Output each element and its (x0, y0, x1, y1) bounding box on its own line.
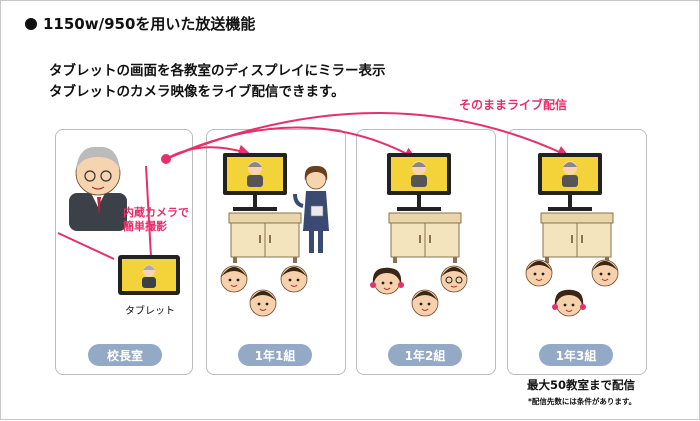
student-3a (525, 259, 553, 287)
display-class-1 (223, 153, 287, 211)
condition-note: *配信先数には条件があります。 (528, 397, 637, 406)
diagram-title: 1150w/950を用いた放送機能 (43, 15, 256, 33)
student-1b (280, 265, 308, 293)
tablet-pointer-line (57, 232, 115, 260)
camera-label-line-1: 内蔵カメラで (123, 206, 189, 219)
room-label-class-1: 1年1組 (238, 344, 312, 366)
camera-label: 内蔵カメラで 簡単撮影 (123, 206, 189, 234)
student-2c (411, 289, 439, 317)
room-label-principal: 校長室 (88, 344, 162, 366)
cabinet-class-3 (540, 212, 614, 264)
broadcast-source-dot (161, 154, 171, 164)
student-1c (249, 289, 277, 317)
display-class-2 (387, 153, 451, 211)
student-2a (369, 267, 405, 295)
camera-pointer-line (145, 165, 152, 258)
teacher-figure (293, 165, 329, 253)
student-1a (220, 265, 248, 293)
max-classroom-note: 最大50教室まで配信 (527, 378, 636, 392)
camera-label-line-2: 簡単撮影 (123, 220, 167, 233)
room-label-class-3: 1年3組 (539, 344, 613, 366)
cabinet-class-1 (228, 212, 302, 264)
student-2b (440, 265, 468, 293)
diagram-title-row: 1150w/950を用いた放送機能 (25, 13, 255, 34)
student-3b (591, 259, 619, 287)
tablet-label: タブレット (125, 306, 175, 317)
principal-figure (69, 146, 127, 231)
description-line-1: タブレットの画面を各教室のディスプレイにミラー表示 (49, 63, 386, 79)
tablet-device (118, 255, 180, 295)
student-3c (551, 289, 587, 317)
display-class-3 (538, 153, 602, 211)
live-broadcast-label: そのままライブ配信 (459, 98, 568, 112)
bullet-icon (25, 17, 37, 30)
broadcast-arrow-class-3 (165, 112, 570, 160)
room-label-class-2: 1年2組 (388, 344, 462, 366)
description-line-2: タブレットのカメラ映像をライブ配信できます。 (49, 84, 345, 100)
cabinet-class-2 (388, 212, 462, 264)
broadcast-arrow-class-2 (165, 126, 417, 160)
